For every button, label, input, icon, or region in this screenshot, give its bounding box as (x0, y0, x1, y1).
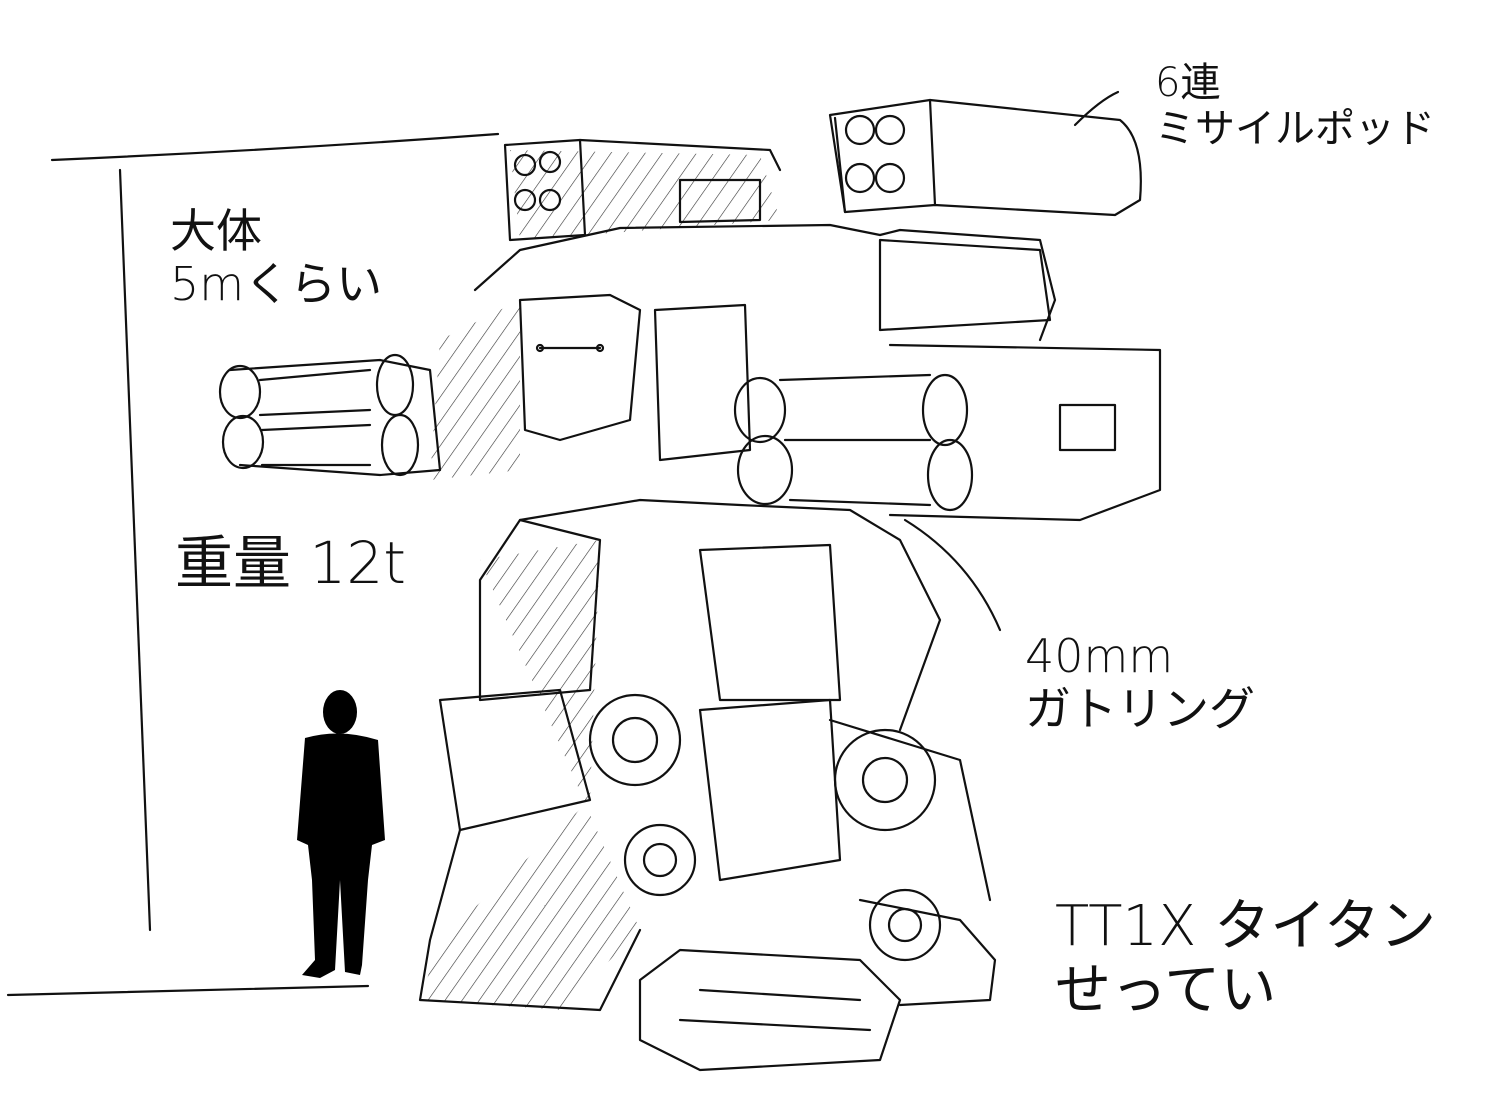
mech-name: TT1X タイタン (1055, 894, 1436, 959)
gatling-name: ガトリング (1025, 681, 1255, 736)
mech-setting: せってい (1055, 958, 1277, 1024)
missile-pod-count: 6連 (1155, 60, 1221, 106)
missile-pod-name: ミサイルポッド (1155, 106, 1435, 152)
height-scale-bar (6, 132, 500, 997)
mech-drawing (218, 90, 1162, 1072)
weight-value: 重量 12t (175, 529, 406, 597)
height-label: 大体 5mくらい (170, 205, 382, 311)
missile-pod-label: 6連 ミサイルポッド (1155, 60, 1435, 152)
weight-label: 重量 12t (175, 530, 406, 597)
human-silhouette (297, 690, 385, 978)
gatling-caliber: 40mm (1025, 629, 1174, 683)
title-label: TT1X タイタン せってい (1055, 894, 1436, 1024)
height-value: 5mくらい (170, 256, 383, 311)
height-approx: 大体 (170, 204, 262, 258)
gatling-label: 40mm ガトリング (1025, 630, 1255, 736)
